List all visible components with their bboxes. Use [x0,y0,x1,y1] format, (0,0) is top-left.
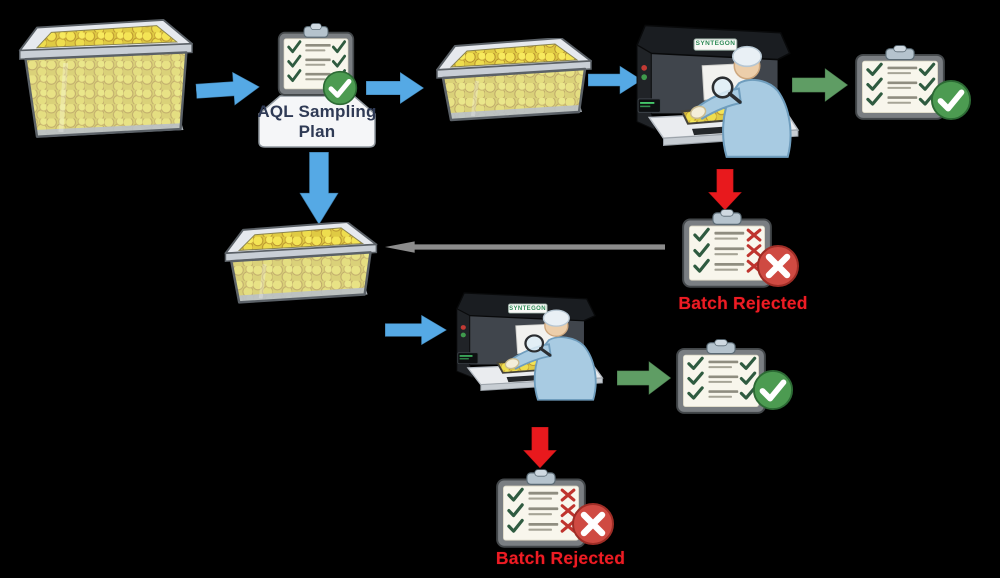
aql-plan-label-line2: Plan [298,122,336,141]
batch-rejected-label-2: Batch Rejected [495,548,626,568]
arrow-rejected-to-resample-icon [383,240,665,254]
arrow-plan-to-resample-icon [297,152,341,226]
inspection-station-1 [635,12,803,162]
aql-plan-label-line1: AQL Sampling [257,101,377,121]
aql-plan-label: AQL Sampling Plan [256,97,378,147]
sample-tray-2 [213,222,381,320]
arrow-station2-to-approved-icon [617,359,673,397]
rejected-badge-1-icon [756,244,800,288]
sample-tray-1 [425,38,595,138]
arrow-batch-to-plan-icon [195,68,263,111]
approved-badge-1-icon [930,79,972,121]
batch-rejected-label-1: Batch Rejected [678,293,808,313]
arrow-station1-to-approved-icon [792,66,850,104]
approved-badge-2-icon [752,369,794,411]
arrow-plan-to-sample-icon [366,70,426,106]
bulk-capsule-box [8,18,200,152]
arrow-station2-to-rejected-icon [521,427,559,469]
inspection-station-2 [455,282,607,404]
station2-brand-label: SYNTEGON [509,305,546,312]
arrow-resample-to-station2-icon [385,313,449,347]
station1-brand-label: SYNTEGON [695,40,736,48]
rejected-badge-2-icon [571,502,615,546]
arrow-station1-to-rejected-icon [706,169,744,211]
